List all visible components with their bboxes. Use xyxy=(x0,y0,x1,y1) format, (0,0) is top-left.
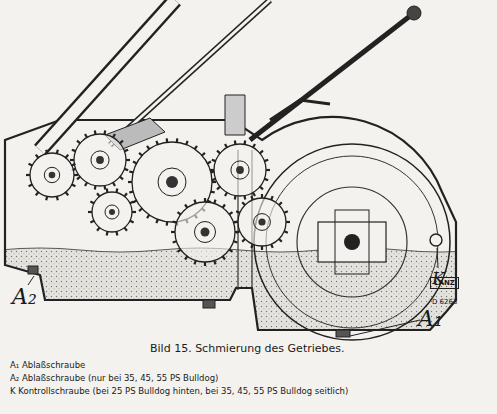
check-screw xyxy=(430,234,442,246)
callout-label: A₁ xyxy=(418,306,443,331)
oil-fill xyxy=(0,248,480,340)
legend-line: A₁ Ablaßschraube xyxy=(10,360,85,370)
differential-pinion xyxy=(335,210,369,274)
shift-fork xyxy=(270,100,330,120)
drain-screw xyxy=(203,300,215,308)
shift-rod xyxy=(110,0,270,145)
gearbox-housing xyxy=(5,117,456,330)
drain-screw xyxy=(336,330,350,337)
axle-hub xyxy=(344,234,360,250)
differential-gear xyxy=(318,222,386,262)
maker-name: LANZ xyxy=(430,277,459,289)
drawing-number: D 6263 xyxy=(430,297,459,307)
steering-tube xyxy=(40,0,175,150)
gear-wheel xyxy=(26,150,78,201)
gear-wheel xyxy=(88,189,136,236)
callout-label: A₂ xyxy=(12,284,37,309)
gear-wheel xyxy=(210,140,270,199)
maker-stamp: LANZ D 6263 xyxy=(430,270,464,308)
differential-housing xyxy=(297,187,407,297)
steering-tube xyxy=(40,0,175,150)
leader-line xyxy=(350,320,420,336)
drain-screw xyxy=(28,266,38,274)
figure-caption: Bild 15. Schmierung des Getriebes. xyxy=(150,342,345,355)
lever-bracket xyxy=(225,95,245,135)
leader-line xyxy=(28,276,34,285)
crown-wheel-rim xyxy=(266,156,438,328)
gear-wheel xyxy=(234,194,290,250)
shift-lever xyxy=(250,16,410,140)
crown-wheel xyxy=(254,144,450,340)
legend-line: A₂ Ablaßschraube (nur bei 35, 45, 55 PS … xyxy=(10,373,218,383)
shift-rod xyxy=(110,0,270,145)
gear-wheel xyxy=(171,198,239,266)
gear-wheel xyxy=(70,130,130,189)
leader-line xyxy=(437,248,438,268)
legend-line: K Kontrollschraube (bei 25 PS Bulldog hi… xyxy=(10,386,348,396)
lever-knob xyxy=(407,6,421,20)
